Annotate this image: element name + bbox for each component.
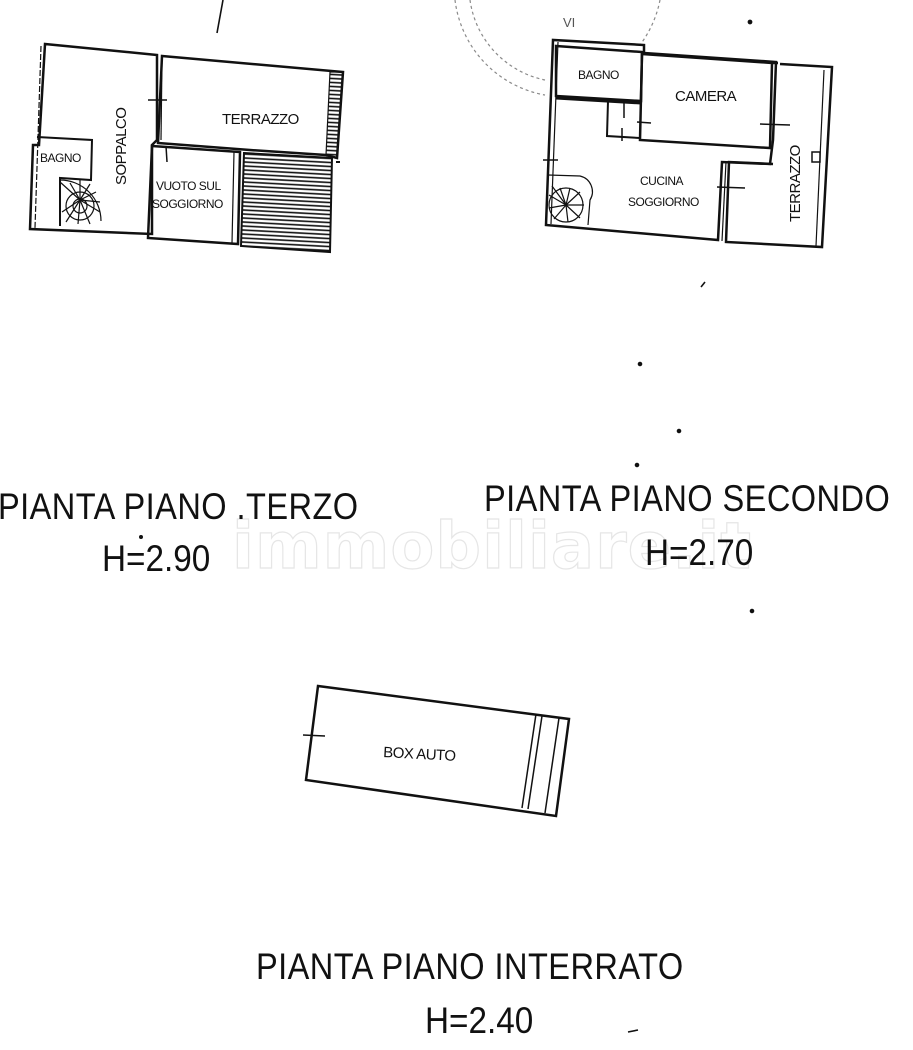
room-label-camera: CAMERA [675, 88, 737, 105]
second-floor-plan [543, 38, 834, 249]
room-label-vuoto-line2: SOGGIORNO [152, 197, 223, 211]
second-floor-height: H=2.70 [645, 532, 754, 573]
stamp-text: VI [563, 15, 575, 30]
room-label-vuoto-line1: VUOTO SUL [156, 179, 221, 193]
room-label-terrazzo: TERRAZZO [787, 145, 804, 222]
room-label-cucina-line2: SOGGIORNO [628, 195, 699, 209]
room-label-soppalco: SOPPALCO [113, 108, 130, 185]
official-stamp: VI [454, 0, 661, 96]
third-floor-room-labels: TERRAZZO SOPPALCO BAGNO VUOTO SUL SOGGIO… [40, 108, 299, 211]
room-label-cucina-line1: CUCINA [640, 174, 683, 188]
second-floor-room-labels: BAGNO CAMERA CUCINA SOGGIORNO TERRAZZO [578, 68, 804, 222]
second-floor-title: PIANTA PIANO SECONDO [484, 478, 891, 519]
room-label-bagno: BAGNO [40, 151, 81, 165]
room-label-bagno: BAGNO [578, 68, 619, 82]
basement-room-labels: BOX AUTO [383, 744, 456, 765]
basement-height: H=2.40 [425, 1000, 534, 1041]
room-label-box-auto: BOX AUTO [383, 744, 456, 765]
basement-plan [302, 684, 571, 818]
basement-title: PIANTA PIANO INTERRATO [256, 946, 684, 987]
third-floor-title: PIANTA PIANO .TERZO [0, 486, 359, 527]
third-floor-plan [28, 42, 345, 254]
stray-marks [139, 0, 755, 1033]
third-floor-height: H=2.90 [102, 538, 211, 579]
room-label-terrazzo: TERRAZZO [222, 111, 299, 128]
